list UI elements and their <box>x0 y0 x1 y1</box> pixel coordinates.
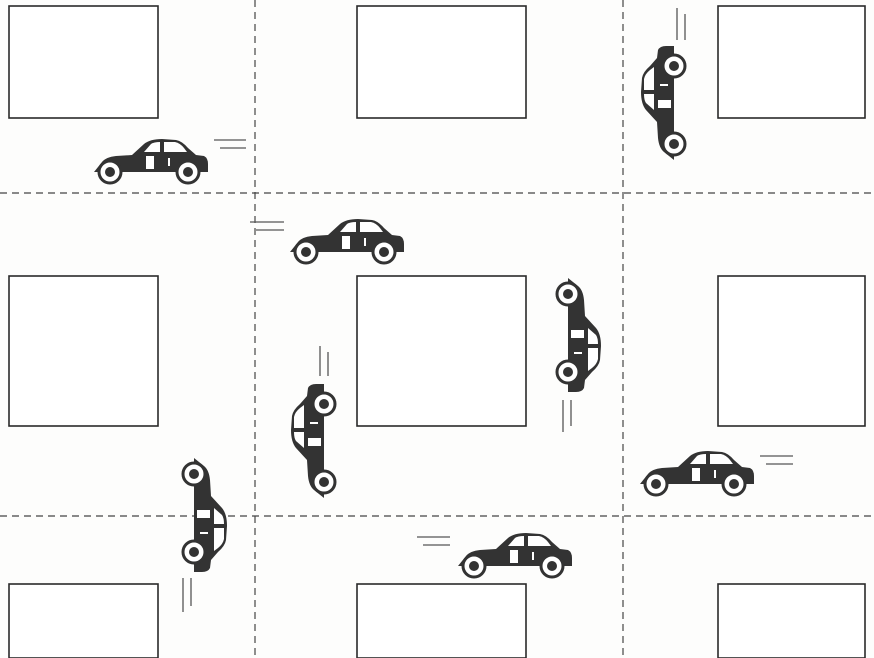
city-block <box>9 6 158 118</box>
city-block <box>718 276 865 426</box>
city-block <box>357 6 526 118</box>
city-block <box>357 276 526 426</box>
city-block <box>718 6 865 118</box>
city-block <box>9 276 158 426</box>
city-block <box>718 584 865 658</box>
city-block <box>9 584 158 658</box>
city-block <box>357 584 526 658</box>
